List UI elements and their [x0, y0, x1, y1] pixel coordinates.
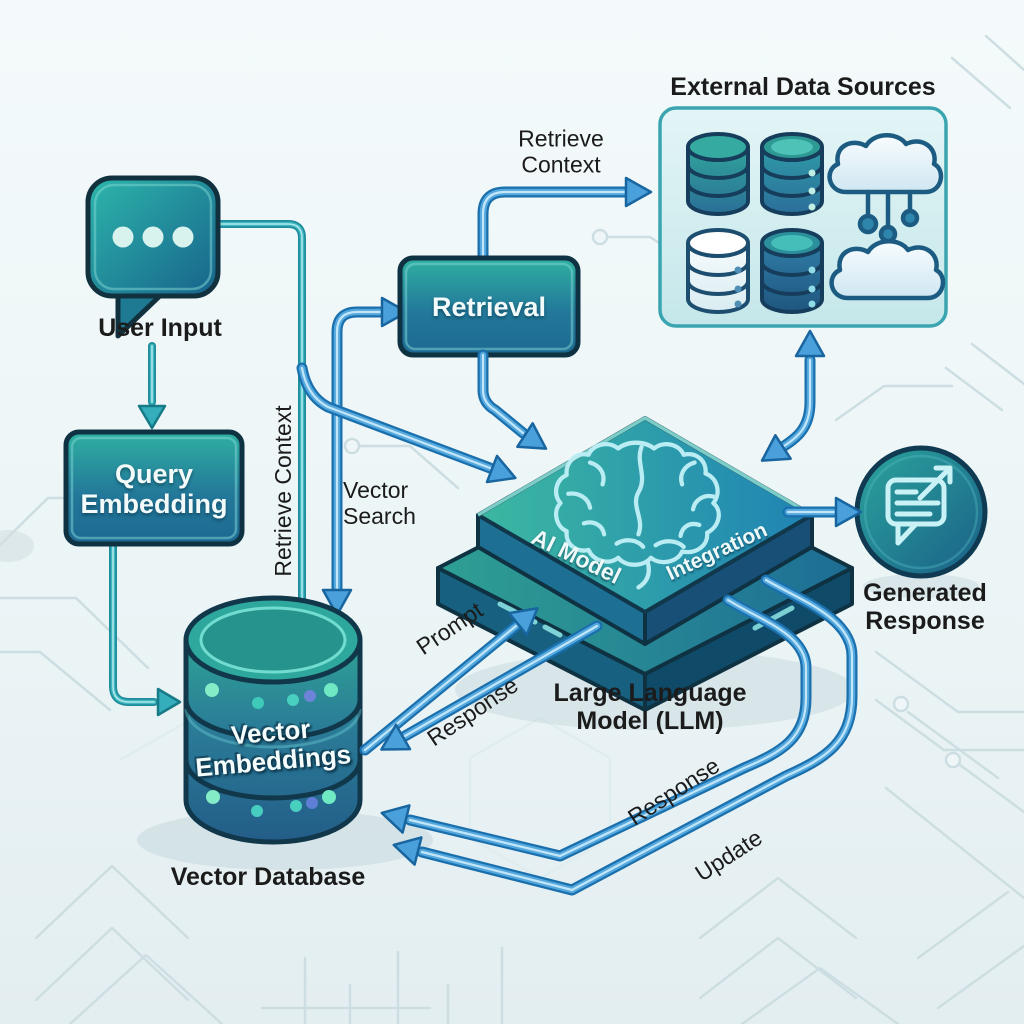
chat-export-icon — [885, 465, 953, 546]
edge-vector-search — [321, 296, 409, 617]
edge-prompt — [365, 607, 539, 750]
edge-update-bottom — [392, 580, 852, 890]
retrieval-label: Retrieval — [431, 291, 547, 322]
llm-chip — [436, 416, 854, 712]
brain-icon — [553, 440, 721, 590]
query-embedding-label: Query Embedding — [80, 458, 228, 519]
edge-to-llm-from-user-line — [302, 368, 517, 484]
edge-retrieval-to-llm — [483, 355, 548, 450]
edge-llm-to-generated-response — [788, 496, 863, 528]
retrieve-context-top-label: Retrieve Context — [518, 125, 604, 177]
retrieve-context-vertical-label: Retrieve Context — [270, 405, 297, 577]
external-data-sources-panel — [658, 106, 948, 328]
edge-query-embedding-to-vector-db — [113, 547, 182, 717]
generated-response-label: Generated Response — [863, 579, 987, 635]
edge-retrieval-to-external-sources — [483, 176, 653, 258]
chat-bubble-icon — [85, 175, 221, 339]
external-data-sources-title: External Data Sources — [670, 73, 936, 101]
circuit-background — [0, 34, 1024, 1024]
cloud-network-icon — [827, 133, 944, 244]
generated-response-node — [854, 445, 988, 579]
database-icon — [760, 228, 824, 314]
edge-response-bottom — [380, 600, 806, 856]
database-icon — [686, 228, 750, 314]
edge-external-sources-llm-bidirectional — [760, 329, 826, 462]
vector-search-label: Vector Search — [343, 477, 416, 529]
vector-database-label: Vector Database — [170, 863, 366, 891]
retrieval-box — [397, 255, 581, 358]
edge-response-llm-to-db — [380, 626, 597, 751]
cloud-icon — [829, 239, 946, 301]
llm-label: Large Language Model (LLM) — [553, 679, 747, 735]
database-icon — [686, 132, 750, 216]
cylinder-database-icon — [183, 595, 363, 845]
user-input-label: User Input — [98, 314, 222, 342]
query-embedding-box — [63, 429, 245, 547]
edge-user-input-to-query-embedding — [137, 346, 167, 430]
database-icon — [760, 132, 824, 216]
